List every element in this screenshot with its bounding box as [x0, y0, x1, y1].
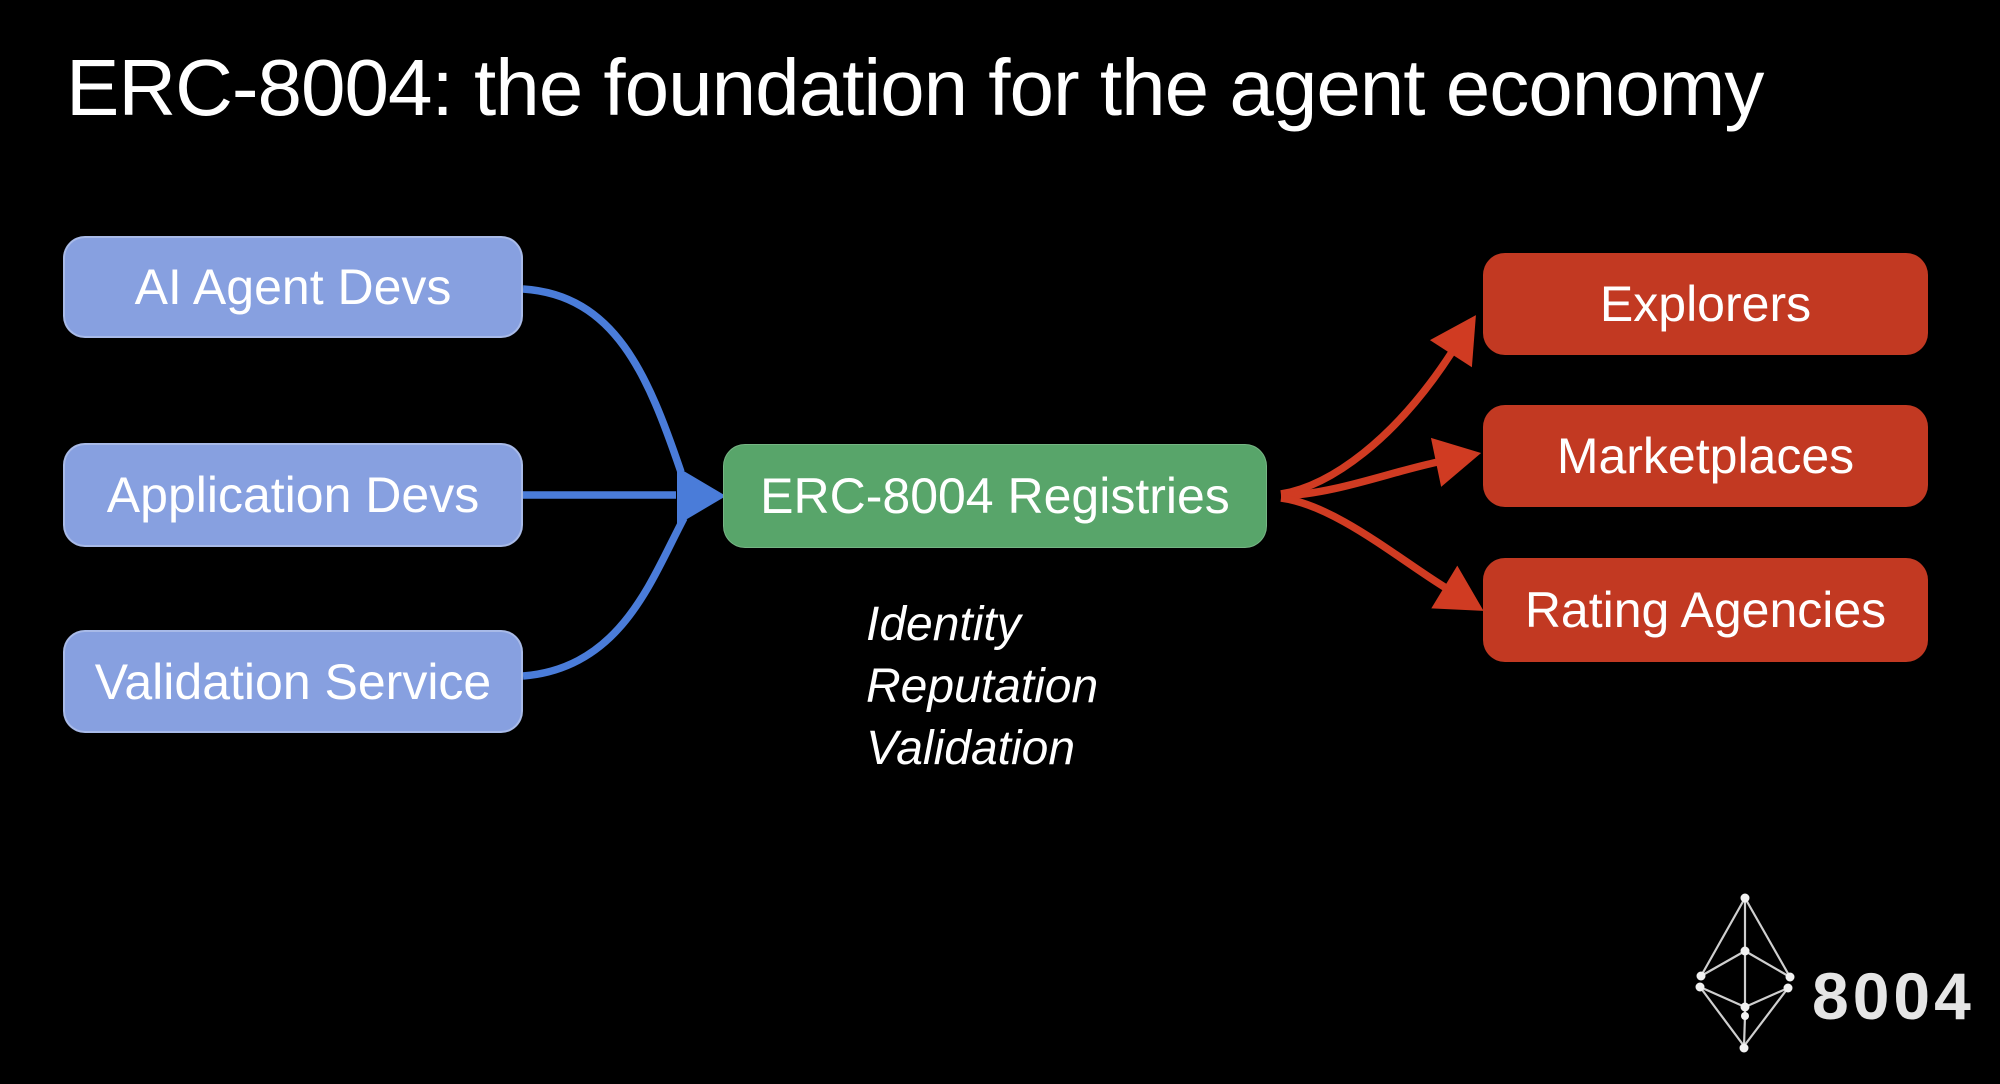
consumer-box-rating-agencies: Rating Agencies: [1483, 558, 1928, 662]
red-arrow-middle: [1280, 437, 1482, 500]
registry-box-label: ERC-8004 Registries: [760, 468, 1230, 524]
consumer-box-label: Rating Agencies: [1524, 582, 1887, 638]
blue-arrowhead: [677, 467, 726, 525]
registry-sublabel-identity: Identity: [866, 598, 1021, 651]
source-box-validation-service: Validation Service: [63, 630, 523, 733]
red-arrow-top: [1280, 315, 1476, 498]
source-box-label: Application Devs: [106, 467, 480, 523]
source-box-label: Validation Service: [94, 653, 492, 710]
consumer-box-explorers: Explorers: [1483, 253, 1928, 355]
page-title: ERC-8004: the foundation for the agent e…: [66, 43, 1764, 132]
consumer-box-label: Marketplaces: [1556, 428, 1855, 484]
consumer-arrows-group: [1280, 315, 1484, 611]
logo-8004-label: 8004: [1812, 959, 1975, 1033]
source-box-ai-agent-devs: AI Agent Devs: [63, 236, 523, 338]
source-box-label: AI Agent Devs: [134, 259, 452, 315]
source-box-application-devs: Application Devs: [63, 443, 523, 547]
registry-sublabel-validation: Validation: [866, 722, 1076, 775]
erc8004-logo: 8004: [1688, 886, 1988, 1076]
registry-sublabel-reputation: Reputation: [866, 660, 1099, 713]
registry-box: ERC-8004 Registries: [723, 444, 1267, 548]
blue-arrow-bottom: [522, 516, 688, 680]
consumer-box-marketplaces: Marketplaces: [1483, 405, 1928, 507]
blue-arrow-top: [522, 285, 685, 474]
ethereum-wireframe-icon: [1695, 893, 1795, 1053]
consumer-box-label: Explorers: [1599, 276, 1812, 332]
source-arrows-group: [522, 285, 726, 680]
registry-sublabels: Identity Reputation Validation: [866, 594, 1098, 780]
red-arrow-bottom: [1280, 494, 1484, 611]
